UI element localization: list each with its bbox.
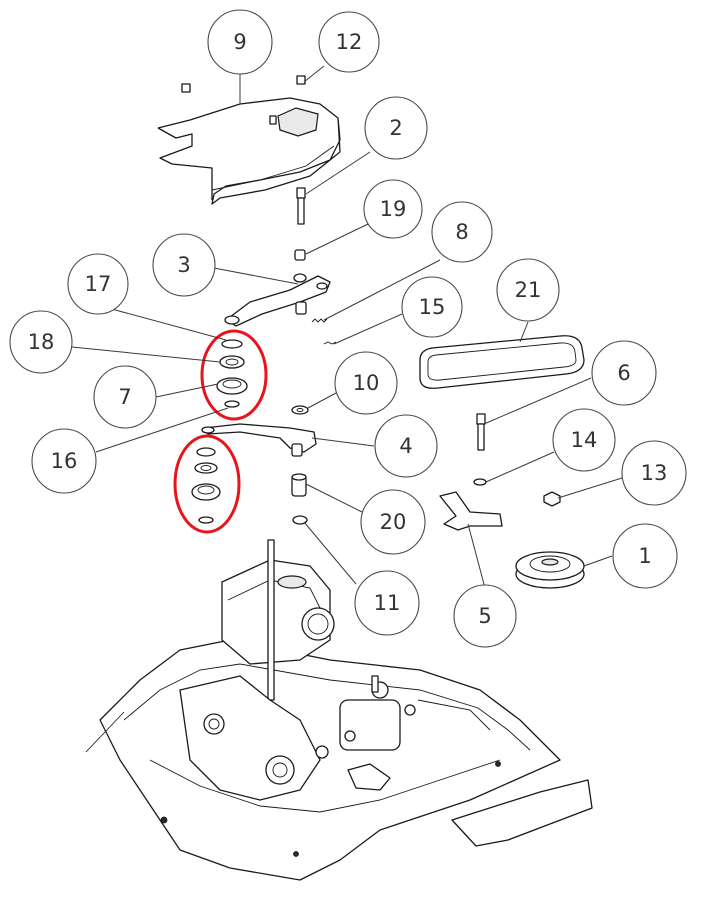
part-washer-10 [291, 405, 309, 415]
callout-8: 8 [431, 201, 493, 263]
svg-text:15: 15 [419, 295, 446, 319]
part-belt-21 [419, 335, 585, 389]
svg-text:11: 11 [374, 591, 401, 615]
part-screws-12 [181, 75, 306, 125]
callout-16: 16 [31, 428, 97, 494]
callout-10: 10 [334, 351, 398, 415]
part-nut-13 [543, 491, 561, 507]
part-deck-assembly [85, 539, 593, 881]
callout-4: 4 [374, 414, 438, 478]
part-belt-cover [157, 97, 341, 205]
callout-7: 7 [93, 365, 157, 429]
svg-text:9: 9 [233, 30, 246, 54]
part-spacer-19 [294, 249, 306, 261]
part-bearing-stack-upper [216, 339, 248, 408]
svg-text:17: 17 [85, 272, 112, 296]
svg-text:4: 4 [399, 434, 412, 458]
part-spacer-20 [291, 473, 307, 497]
highlight-bearing-upper [200, 329, 268, 421]
part-idler-arm-lower [201, 423, 317, 457]
svg-text:19: 19 [380, 197, 407, 221]
svg-text:7: 7 [118, 385, 131, 409]
callout-15: 15 [401, 276, 463, 338]
callout-18: 18 [9, 310, 73, 374]
svg-text:5: 5 [478, 604, 491, 628]
callout-9: 9 [207, 9, 273, 75]
part-washer-14 [473, 478, 487, 486]
svg-text:8: 8 [455, 220, 468, 244]
part-pin-15 [323, 341, 337, 345]
part-spring-8 [311, 318, 328, 323]
svg-text:20: 20 [380, 510, 407, 534]
highlight-bearing-lower [173, 434, 241, 534]
callout-17: 17 [67, 253, 129, 315]
svg-text:6: 6 [617, 361, 630, 385]
svg-text:14: 14 [571, 428, 598, 452]
callout-2: 2 [364, 96, 428, 160]
part-pulley-1 [515, 551, 585, 589]
callout-13: 13 [621, 440, 687, 506]
callout-6: 6 [591, 340, 657, 406]
part-stud-6 [476, 413, 486, 451]
callout-1: 1 [612, 523, 678, 589]
svg-text:12: 12 [336, 30, 363, 54]
callout-12: 12 [318, 11, 380, 73]
svg-text:1: 1 [638, 544, 651, 568]
callout-11: 11 [354, 570, 420, 636]
svg-text:2: 2 [389, 116, 402, 140]
callout-5: 5 [453, 584, 517, 648]
callout-3: 3 [152, 233, 216, 297]
svg-text:13: 13 [641, 461, 668, 485]
svg-text:3: 3 [177, 253, 190, 277]
svg-text:10: 10 [353, 371, 380, 395]
svg-text:21: 21 [515, 278, 542, 302]
callout-21: 21 [496, 258, 560, 322]
part-bracket-5 [439, 491, 503, 531]
callout-14: 14 [552, 408, 616, 472]
leader-lines [71, 65, 623, 589]
svg-text:16: 16 [51, 449, 78, 473]
part-washer-11 [292, 515, 308, 525]
part-idler-arm-upper [224, 273, 331, 327]
part-bolt-2 [296, 187, 306, 225]
callout-20: 20 [360, 489, 426, 555]
svg-text:18: 18 [28, 330, 55, 354]
part-bearing-stack-lower [191, 447, 221, 524]
callout-19: 19 [363, 179, 423, 239]
